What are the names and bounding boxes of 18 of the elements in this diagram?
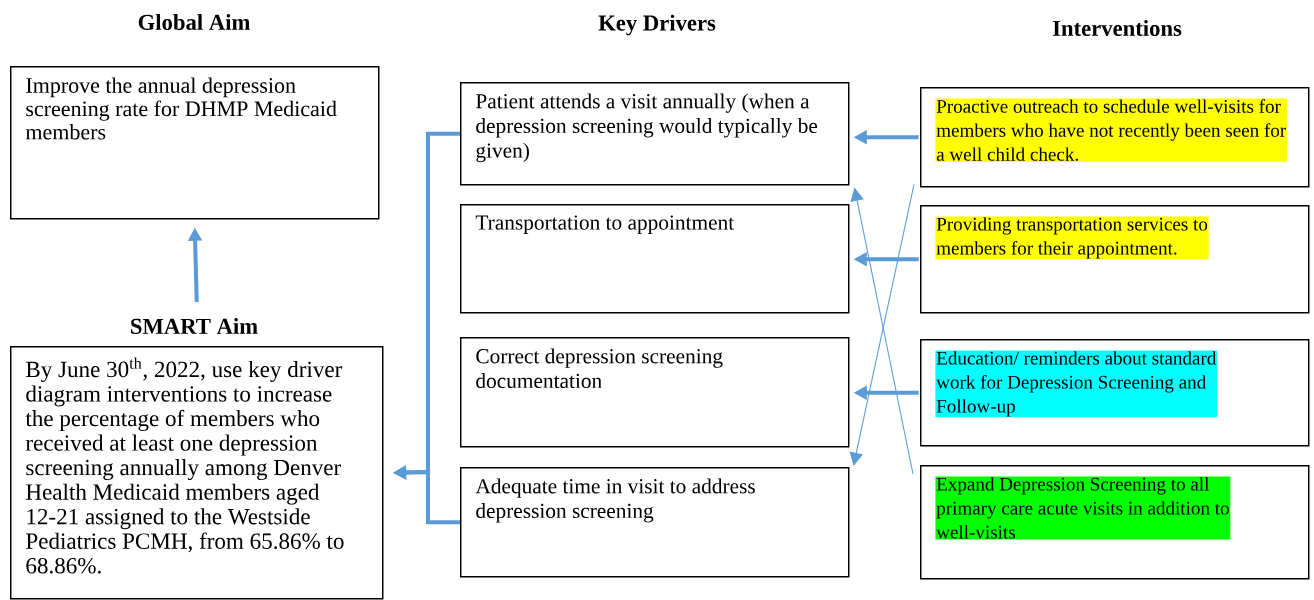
heading: Interventions xyxy=(1052,20,1182,36)
text-highlight: Providing transportation services to members for their appointment. xyxy=(935,216,1209,260)
aim-box: Improve the annual depression screening rate for DHMP Medicaid members xyxy=(10,66,380,220)
heading: Key Drivers xyxy=(598,14,716,36)
text-highlight: Education/ reminders about standard work for Depression Screening and Follow-up xyxy=(935,350,1218,418)
intervention-box xyxy=(920,465,1310,580)
text-highlight: Expand Depression Screening to all primary care acute visits in addition to well-visits xyxy=(935,476,1231,540)
driver-box: Correct depression screening documentation xyxy=(460,337,850,448)
aim-box: By June 30$^{th}$, 2022, use key driver diagram interventions to increase the percentage of members who received at least one depression screening annually among Denver Health Medicaid members aged 12-21 assigned to the Westside Pediatrics PCMH, from 65.86% to 68.86%. xyxy=(10,346,384,600)
driver-box: Patient attends a visit annually (when a depression screening would typically be given) xyxy=(460,82,850,186)
text-highlight: Proactive outreach to schedule well-visits for members who have not recently been seen for a well child check. xyxy=(935,98,1287,162)
intervention-box xyxy=(920,339,1310,447)
intervention-box xyxy=(920,205,1310,314)
heading: SMART Aim xyxy=(131,318,258,334)
driver-box: Transportation to appointment xyxy=(460,204,850,314)
intervention-box xyxy=(920,87,1310,188)
driver-box: Adequate time in visit to address depression screening xyxy=(460,467,850,578)
heading: Global Aim xyxy=(138,14,250,30)
